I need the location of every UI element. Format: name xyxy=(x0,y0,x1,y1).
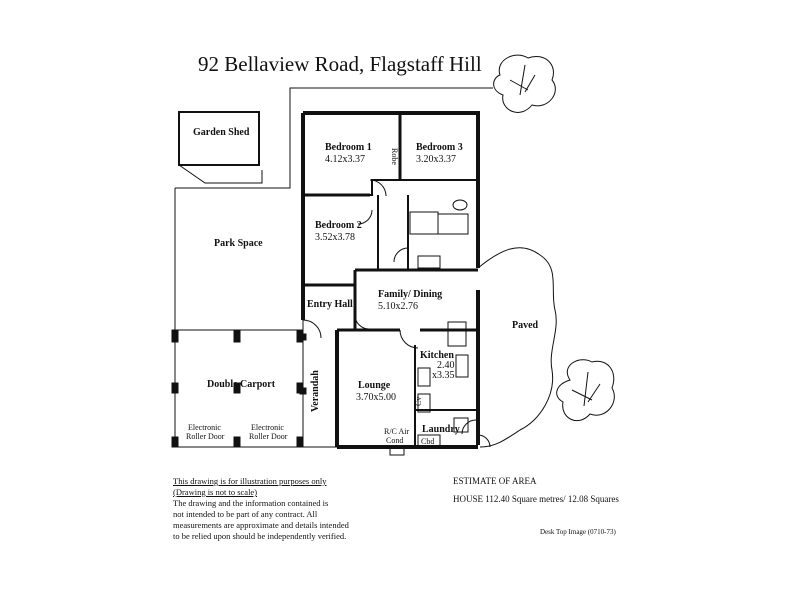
rc-air-line1: R/C Air xyxy=(384,427,409,436)
kitchen-cooktop xyxy=(455,354,469,378)
disclaimer-line1: This drawing is for illustration purpose… xyxy=(173,476,327,486)
disclaimer-text-4: to be relied upon should be independentl… xyxy=(173,531,347,541)
room-label-park-space: Park Space xyxy=(214,238,263,249)
cupboard-cbd xyxy=(417,434,441,448)
garden-shed xyxy=(178,111,260,166)
rc-air-line2: Cond xyxy=(386,436,403,445)
tree xyxy=(493,54,556,113)
room-label-bedroom2: Bedroom 2 xyxy=(315,220,362,231)
kitchen-bench xyxy=(447,321,467,347)
room-dims-kitchen-2: x3.35 xyxy=(432,370,455,381)
room-label-garden-shed: Garden Shed xyxy=(193,127,250,138)
room-label-laundry: Laundry xyxy=(422,424,460,435)
estimate-heading: ESTIMATE OF AREA xyxy=(453,476,537,486)
tree xyxy=(556,359,615,422)
kitchen-sink xyxy=(417,367,431,387)
roller-door-left-line1: Electronic xyxy=(188,423,221,432)
carport-post xyxy=(233,436,241,448)
room-dims-family-dining: 5.10x2.76 xyxy=(378,301,418,312)
disclaimer-line2: (Drawing is not to scale) xyxy=(173,487,258,497)
carport-post xyxy=(233,329,241,343)
area-label-paved: Paved xyxy=(512,320,539,331)
laundry-tub xyxy=(453,417,469,433)
carport-post xyxy=(296,382,304,394)
door-swing xyxy=(354,314,370,330)
vanity xyxy=(417,255,441,269)
room-label-entry-hall: Entry Hall xyxy=(307,299,353,310)
carport-post xyxy=(296,329,304,343)
garden-shed-base xyxy=(178,164,263,184)
carport-post xyxy=(171,382,179,394)
door-swing xyxy=(399,329,419,349)
roller-door-right-line2: Roller Door xyxy=(249,432,288,441)
door-swing xyxy=(302,319,322,339)
room-label-robe: Robe xyxy=(390,148,399,165)
area-label-double-carport: Double Carport xyxy=(207,379,276,390)
room-dims-bedroom1: 4.12x3.37 xyxy=(325,154,365,165)
area-label-verandah: Verandah xyxy=(310,370,321,412)
room-dims-lounge: 3.70x5.00 xyxy=(356,392,396,403)
disclaimer: This drawing is for illustration purpose… xyxy=(173,476,349,542)
carport-post xyxy=(171,329,179,343)
room-label-kitchen: Kitchen xyxy=(420,350,454,361)
carport-post xyxy=(171,436,179,448)
disclaimer-text-3: measurements are approximate and details… xyxy=(173,520,349,530)
room-label-bedroom1: Bedroom 1 xyxy=(325,142,372,153)
cupboard-cv xyxy=(417,393,431,413)
exterior-wall xyxy=(303,111,480,268)
boundary-line xyxy=(175,87,493,189)
door-swing xyxy=(357,209,373,225)
disclaimer-text-2: not intended to be part of any contract.… xyxy=(173,509,318,519)
interior-wall xyxy=(303,179,478,196)
credit: Desk Top Image (0710-73) xyxy=(540,528,616,536)
disclaimer-text-1: The drawing and the information containe… xyxy=(173,498,329,508)
room-label-lounge: Lounge xyxy=(358,380,391,391)
label-cv: Cv xyxy=(414,397,423,406)
roller-door-right-line1: Electronic xyxy=(251,423,284,432)
roller-door-left-line2: Roller Door xyxy=(186,432,225,441)
shower xyxy=(409,211,439,235)
air-conditioner xyxy=(389,446,405,456)
room-dims-kitchen-1: 2.40 xyxy=(437,360,455,371)
toilet xyxy=(452,199,468,211)
paved-outline xyxy=(477,247,557,448)
room-dims-bedroom2: 3.52x3.78 xyxy=(315,232,355,243)
door-swing xyxy=(369,179,387,197)
label-cbd: Cbd xyxy=(421,437,434,446)
room-dims-bedroom3: 3.20x3.37 xyxy=(416,154,456,165)
estimate-house: HOUSE 112.40 Square metres/ 12.08 Square… xyxy=(453,494,619,504)
carport-post xyxy=(296,436,304,448)
carport-post xyxy=(233,382,241,394)
room-label-bedroom3: Bedroom 3 xyxy=(416,142,463,153)
door-swing xyxy=(461,419,477,435)
door-swing xyxy=(393,247,409,263)
room-label-family-dining: Family/ Dining xyxy=(378,289,442,300)
page-title: 92 Bellaview Road, Flagstaff Hill xyxy=(198,52,482,76)
bath xyxy=(437,213,469,235)
